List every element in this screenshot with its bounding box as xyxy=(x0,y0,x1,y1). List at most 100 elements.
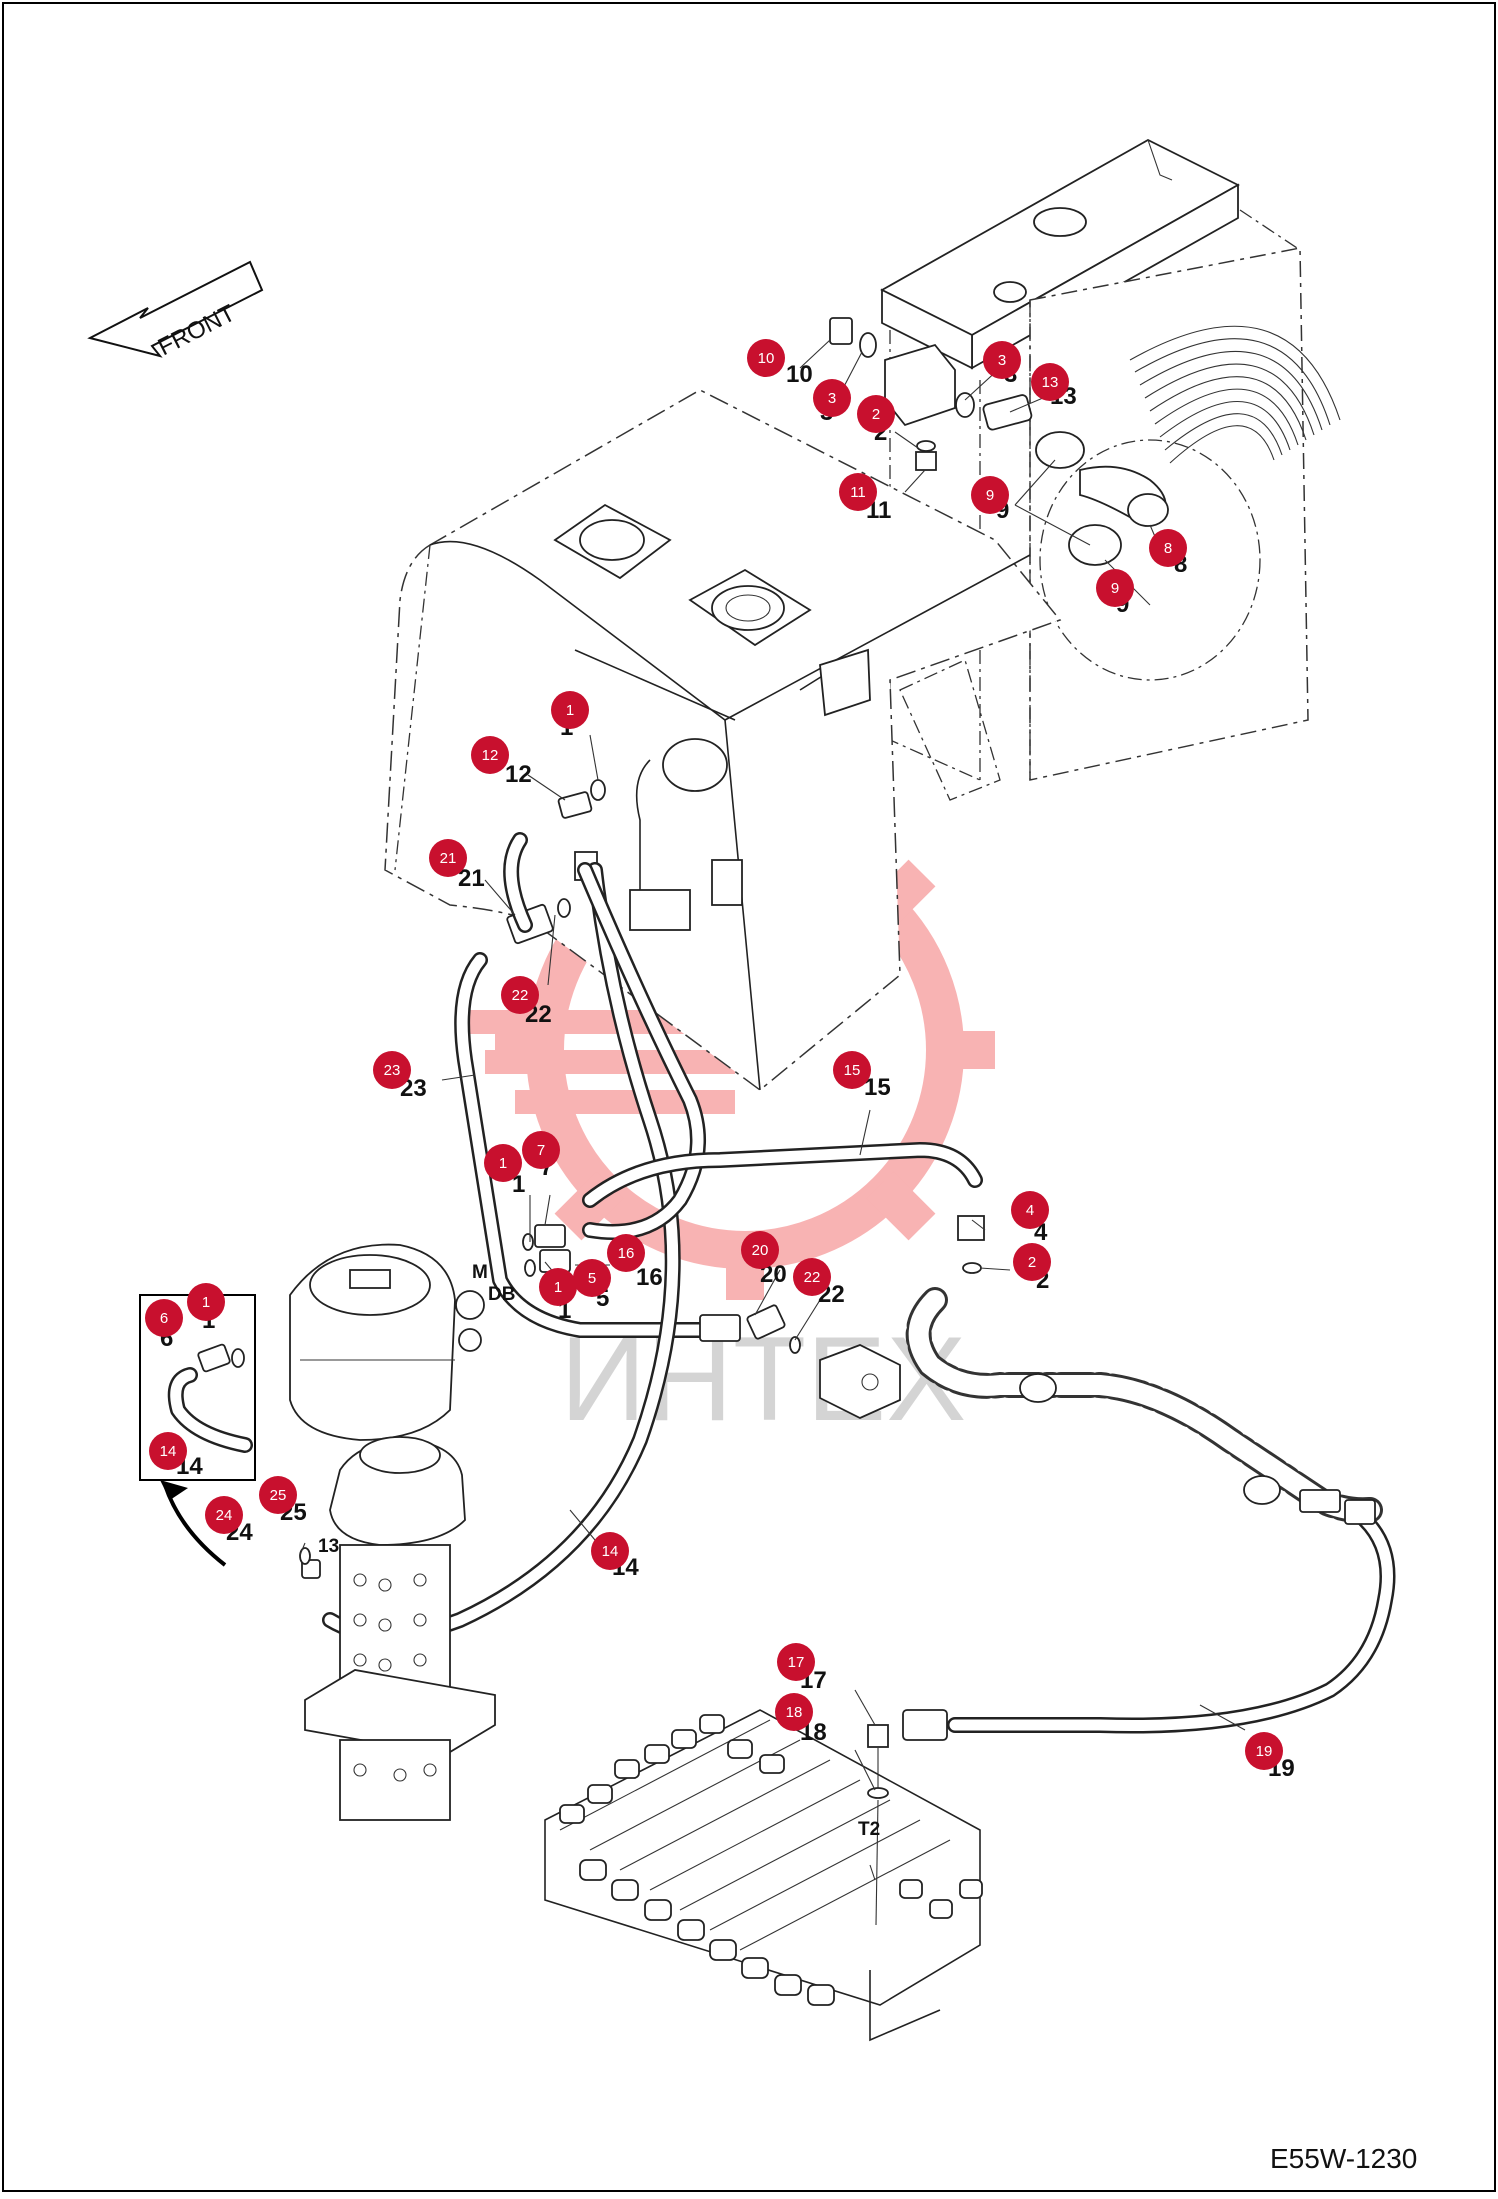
front-arrow-icon xyxy=(87,260,264,358)
callout-badge xyxy=(591,1532,629,1570)
callout-badge xyxy=(839,473,877,511)
callout-badge xyxy=(1245,1732,1283,1770)
callout-badge xyxy=(187,1283,225,1321)
callout-badge xyxy=(775,1693,813,1731)
connector-7 xyxy=(534,1224,566,1248)
center-fittings xyxy=(522,1224,901,1419)
o-ring-2b xyxy=(962,1262,982,1274)
inset-o-ring-1 xyxy=(231,1348,245,1368)
callout-badge-number: 4 xyxy=(1026,1202,1034,1219)
callout-badge-number: 15 xyxy=(844,1062,861,1079)
o-ring-18 xyxy=(867,1787,889,1799)
port-label-t2: T2 xyxy=(858,1819,880,1840)
callout-badge xyxy=(471,736,509,774)
callout-badge xyxy=(501,976,539,1014)
callout-badge xyxy=(857,395,895,433)
callout-badge xyxy=(793,1258,831,1296)
callout-badge xyxy=(971,476,1009,514)
o-ring-22a xyxy=(557,898,571,918)
callout-badge-number: 6 xyxy=(160,1310,168,1327)
callouts: 1010332233131311119988991112122121222223… xyxy=(145,339,1295,1782)
callout-19: 22 xyxy=(1013,1243,1051,1294)
callout-9: 99 xyxy=(1096,569,1134,618)
elbow-17 xyxy=(867,1724,889,1748)
callout-badge-number: 16 xyxy=(618,1245,635,1262)
callout-badge-number: 8 xyxy=(1164,540,1172,557)
cooler-fittings xyxy=(829,317,1169,566)
callout-badge-number: 2 xyxy=(1028,1254,1036,1271)
callout-16: 11 xyxy=(484,1144,525,1198)
callout-badge-number: 12 xyxy=(482,747,499,764)
callout-badge xyxy=(607,1234,645,1272)
callout-21: 55 xyxy=(573,1259,611,1312)
callout-badge xyxy=(983,341,1021,379)
callout-badge-number: 2 xyxy=(872,406,880,423)
clamp-9b xyxy=(1068,524,1122,566)
fan-shroud xyxy=(1129,325,1341,464)
tank-filler-port xyxy=(711,585,785,631)
callout-badge-number: 3 xyxy=(998,352,1006,369)
inset-connector-6 xyxy=(197,1343,231,1373)
callout-number: 13 xyxy=(318,1536,339,1557)
clamp-9a xyxy=(1035,431,1085,469)
radiator-cap-icon xyxy=(1033,207,1087,237)
callout-badge xyxy=(522,1131,560,1169)
callout-badge-number: 14 xyxy=(602,1543,619,1560)
plug-10 xyxy=(829,317,853,345)
callout-number: 10 xyxy=(786,361,813,388)
hose-end-19 xyxy=(902,1709,948,1741)
port-label-m: M xyxy=(472,1262,488,1283)
hose-end-20 xyxy=(699,1314,741,1342)
callout-badge-number: 25 xyxy=(270,1487,287,1504)
callout-badge-number: 5 xyxy=(588,1270,596,1287)
oil-cooler-assembly xyxy=(880,138,1341,781)
callout-badge xyxy=(833,1051,871,1089)
callout-badge-number: 22 xyxy=(804,1269,821,1286)
callout-badge-number: 1 xyxy=(499,1155,507,1172)
callout-badge-number: 7 xyxy=(537,1142,545,1159)
callout-badge xyxy=(484,1144,522,1182)
callout-badge xyxy=(741,1231,779,1269)
adapter-4 xyxy=(957,1215,985,1241)
o-ring-1a xyxy=(590,779,606,801)
callout-badge-number: 10 xyxy=(758,350,775,367)
callout-badge xyxy=(573,1259,611,1297)
o-ring-25 xyxy=(299,1547,311,1565)
o-ring-3b xyxy=(955,392,975,418)
callout-badge xyxy=(813,379,851,417)
callout-4: 33 xyxy=(983,341,1021,388)
callout-badge-number: 18 xyxy=(786,1704,803,1721)
callout-badge xyxy=(1011,1191,1049,1229)
callout-8: 88 xyxy=(1149,529,1187,578)
callout-badge-number: 11 xyxy=(850,484,866,501)
o-ring-2a xyxy=(916,440,936,452)
callout-badge xyxy=(145,1299,183,1337)
callout-badge xyxy=(551,691,589,729)
callout-30: 13 xyxy=(318,1536,339,1557)
callout-badge-number: 1 xyxy=(202,1294,210,1311)
callout-badge-number: 20 xyxy=(752,1242,769,1259)
callout-2: 33 xyxy=(813,379,851,426)
callout-badge-number: 9 xyxy=(1111,580,1119,597)
callout-badge xyxy=(259,1476,297,1514)
callout-badge xyxy=(149,1432,187,1470)
drawing-code: E55W-1230 xyxy=(1270,2143,1417,2174)
callout-badge-number: 1 xyxy=(554,1279,562,1296)
callout-badge-number: 21 xyxy=(440,850,457,867)
callout-badge xyxy=(205,1496,243,1534)
